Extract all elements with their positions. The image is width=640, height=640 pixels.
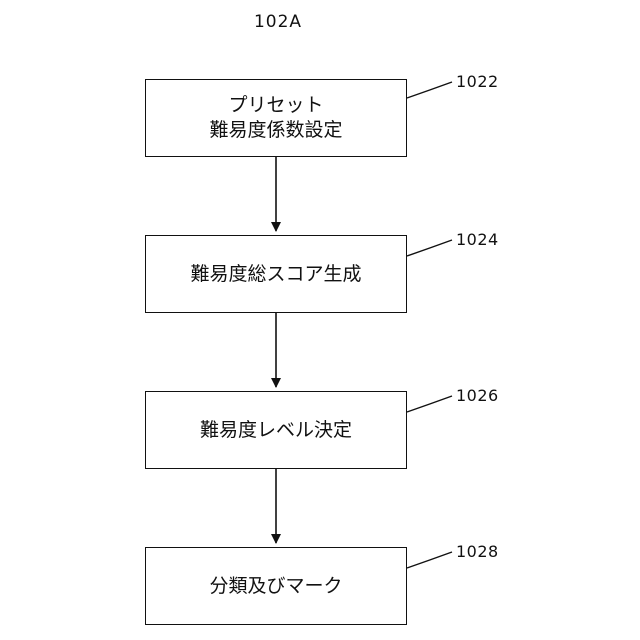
step-text: 難易度総スコア生成: [190, 262, 361, 287]
step-box-total-score: 難易度総スコア生成: [145, 235, 407, 313]
step-box-classify-and-mark: 分類及びマーク: [145, 547, 407, 625]
reference-number: 1022: [456, 72, 499, 91]
leader-line-1026: [407, 396, 452, 412]
step-box-preset-coefficients: プリセット 難易度係数設定: [145, 79, 407, 157]
step-box-level-determination: 難易度レベル決定: [145, 391, 407, 469]
leader-line-1022: [407, 82, 452, 98]
reference-number: 1024: [456, 230, 499, 249]
step-text: プリセット: [228, 93, 323, 118]
step-text: 難易度レベル決定: [200, 418, 352, 443]
leader-line-1028: [407, 552, 452, 568]
step-text: 難易度係数設定: [209, 118, 342, 143]
reference-number: 1026: [456, 386, 499, 405]
reference-number: 1028: [456, 542, 499, 561]
leader-line-1024: [407, 240, 452, 256]
step-text: 分類及びマーク: [209, 574, 342, 599]
